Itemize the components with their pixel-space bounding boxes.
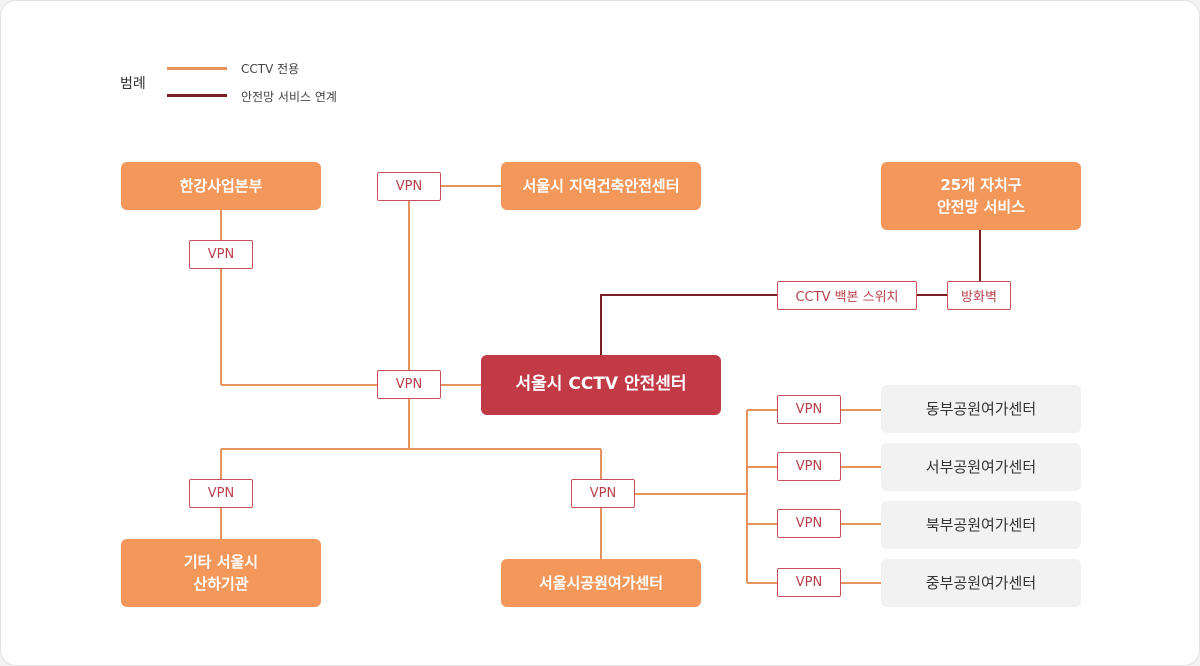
legend-safety-line <box>167 94 227 97</box>
vpn-tag-north: VPN <box>777 509 841 538</box>
node-hangang-label: 한강사업본부 <box>179 176 263 195</box>
vpn-tag-hangang: VPN <box>189 240 253 269</box>
legend-safety-label: 안전망 서비스 연계 <box>241 90 337 104</box>
vpn-tag-other: VPN <box>189 479 253 508</box>
node-main-center: 서울시 CCTV 안전센터 <box>481 355 721 415</box>
node-hangang: 한강사업본부 <box>121 162 321 210</box>
vpn-tag-west: VPN <box>777 452 841 481</box>
node-west-park-label: 서부공원여가센터 <box>925 457 1037 476</box>
node-seoul-park-label: 서울시공원여가센터 <box>538 573 664 592</box>
node-main-center-label: 서울시 CCTV 안전센터 <box>515 374 687 395</box>
line-main-to-backbone <box>600 294 777 355</box>
node-districts-line2: 안전망 서비스 <box>936 198 1026 216</box>
node-central-park: 중부공원여가센터 <box>881 559 1081 607</box>
firewall-tag: 방화벽 <box>947 281 1011 310</box>
node-regional-building-label: 서울시 지역건축안전센터 <box>522 176 680 195</box>
vpn-tag-east: VPN <box>777 395 841 424</box>
node-other-line1: 기타 서울시 <box>183 552 259 571</box>
node-other-agencies: 기타 서울시 산하기관 <box>121 539 321 607</box>
vpn-tag-seoul-park: VPN <box>571 479 635 508</box>
vpn-tag-hub: VPN <box>377 370 441 399</box>
legend-cctv-label: CCTV 전용 <box>241 62 300 76</box>
node-other-line2: 산하기관 <box>193 575 249 593</box>
node-east-park: 동부공원여가센터 <box>881 385 1081 433</box>
node-central-park-label: 중부공원여가센터 <box>925 573 1037 592</box>
node-seoul-park: 서울시공원여가센터 <box>501 559 701 607</box>
backbone-switch-tag: CCTV 백본 스위치 <box>777 281 917 310</box>
legend-cctv-line <box>167 67 227 70</box>
node-north-park-label: 북부공원여가센터 <box>925 515 1037 534</box>
vpn-tag-central: VPN <box>777 568 841 597</box>
node-west-park: 서부공원여가센터 <box>881 443 1081 491</box>
node-north-park: 북부공원여가센터 <box>881 501 1081 549</box>
node-regional-building: 서울시 지역건축안전센터 <box>501 162 701 210</box>
vpn-tag-regional: VPN <box>377 172 441 201</box>
node-districts: 25개 자치구 안전망 서비스 <box>881 162 1081 230</box>
legend-title: 범례 <box>120 76 146 92</box>
node-districts-line1: 25개 자치구 <box>940 175 1022 194</box>
node-east-park-label: 동부공원여가센터 <box>925 399 1037 418</box>
